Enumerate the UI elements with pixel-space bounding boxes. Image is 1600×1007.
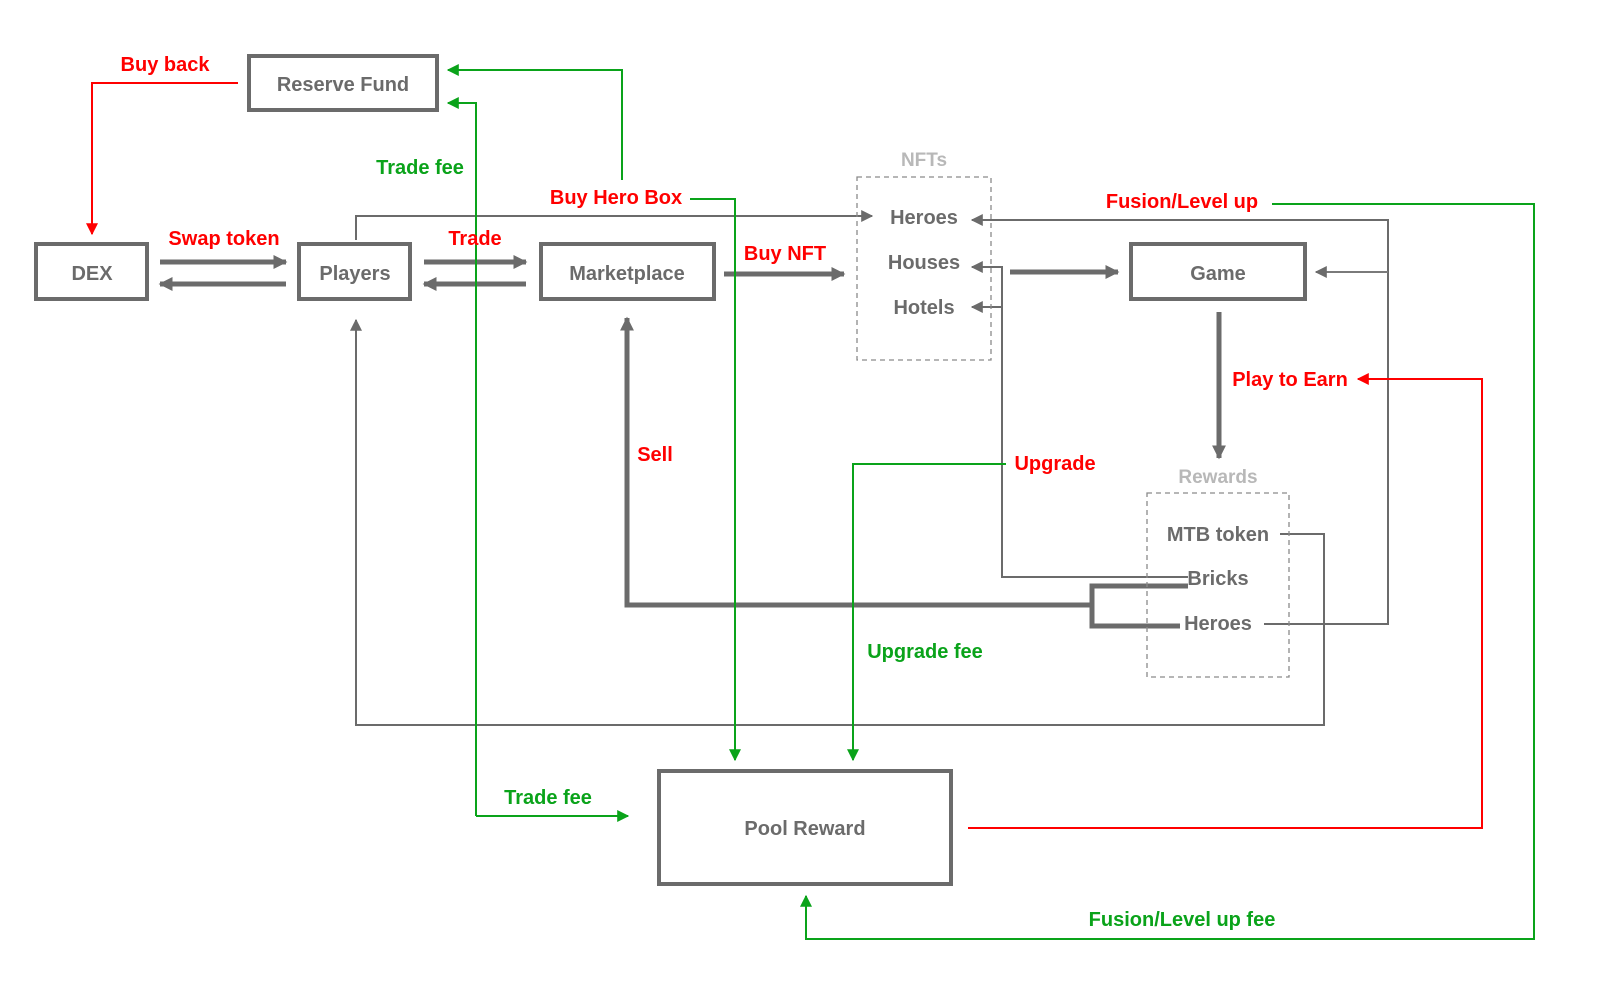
buy-nft-label: Buy NFT [744, 243, 826, 265]
reserve-fund-box[interactable]: Reserve Fund [247, 54, 439, 112]
dex-label: DEX [71, 263, 113, 285]
marketplace-label: Marketplace [569, 263, 685, 285]
buy-hero-box-to-pool-reward [690, 198, 741, 762]
fusion-level-up-fee-label: Fusion/Level up fee [1089, 909, 1276, 931]
nfts-dashed-frame [856, 176, 992, 361]
rewards-title: Rewards [1178, 467, 1257, 488]
game-box[interactable]: Game [1129, 242, 1307, 301]
dex-box[interactable]: DEX [34, 242, 149, 301]
reward-item-heroes[interactable]: Heroes [1184, 613, 1252, 635]
nfts-title: NFTs [901, 150, 947, 171]
game-label: Game [1190, 263, 1246, 285]
upgrade-fee-label: Upgrade fee [867, 641, 983, 663]
buy-hero-box-label: Buy Hero Box [550, 187, 682, 209]
play-to-earn-flow [968, 373, 1483, 829]
nft-item-hotels[interactable]: Hotels [893, 297, 954, 319]
nfts-group: NFTs Heroes Houses Hotels [856, 150, 992, 361]
reserve-fund-label: Reserve Fund [277, 74, 409, 96]
trade-fee-bottom-label: Trade fee [504, 787, 592, 809]
players-to-nft-heroes-connector [355, 210, 874, 240]
reward-heroes-to-nft-heroes-connector [970, 214, 1389, 625]
pool-reward-box[interactable]: Pool Reward [657, 769, 953, 886]
trade-label: Trade [448, 228, 501, 250]
pool-reward-label: Pool Reward [744, 818, 865, 840]
rewards-dashed-frame [1146, 492, 1290, 678]
reward-item-mtb-token[interactable]: MTB token [1167, 524, 1269, 546]
nft-item-heroes[interactable]: Heroes [890, 207, 958, 229]
buy-back-flow [86, 82, 238, 236]
buy-back-label: Buy back [121, 54, 211, 76]
players-box[interactable]: Players [297, 242, 412, 301]
fusion-fee-to-pool-reward [800, 203, 1535, 940]
fusion-level-up-label: Fusion/Level up [1106, 191, 1258, 213]
reward-item-bricks[interactable]: Bricks [1187, 568, 1248, 590]
upgrade-label: Upgrade [1014, 453, 1095, 475]
play-to-earn-label: Play to Earn [1232, 369, 1348, 391]
trade-fee-top-label: Trade fee [376, 157, 464, 179]
nft-item-houses[interactable]: Houses [888, 252, 960, 274]
sell-label: Sell [637, 444, 673, 466]
buy-hero-box-to-reserve-fund [446, 64, 623, 180]
mtb-token-to-players-connector [350, 318, 1325, 726]
upgrade-fee-to-pool-reward [847, 463, 1006, 762]
sell-arrow [620, 316, 1188, 629]
trade-fee-to-reserve-fund [446, 97, 477, 816]
swap-token-label: Swap token [168, 228, 279, 250]
rewards-group: Rewards MTB token Bricks Heroes [1146, 467, 1290, 678]
players-label: Players [319, 263, 390, 285]
marketplace-box[interactable]: Marketplace [539, 242, 716, 301]
bricks-to-houses-connector [970, 261, 1188, 578]
